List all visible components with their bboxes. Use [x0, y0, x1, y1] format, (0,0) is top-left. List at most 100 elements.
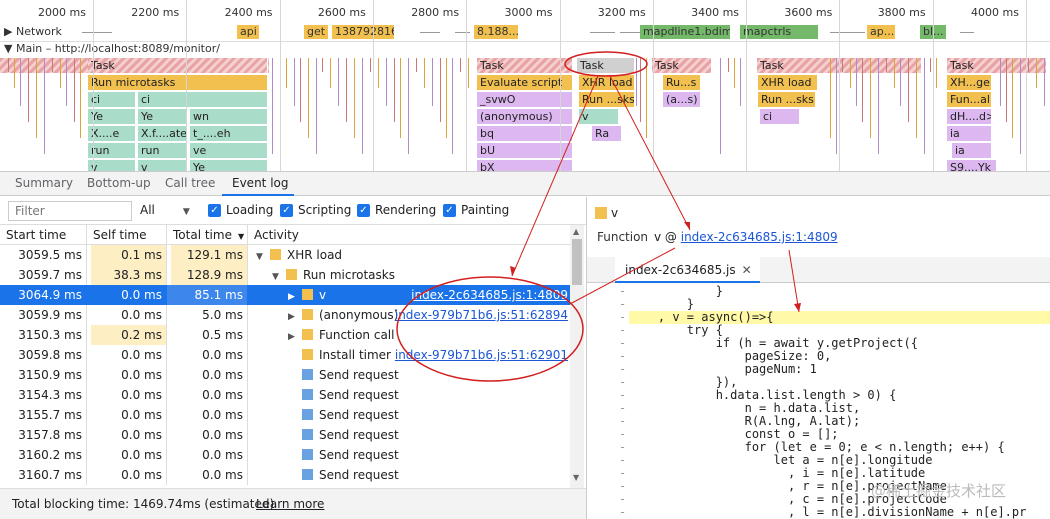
flame-block[interactable]: Task: [947, 58, 1047, 73]
flame-block[interactable]: Run microtasks: [88, 75, 268, 90]
flame-block[interactable]: dH....d>: [947, 109, 992, 124]
flame-block[interactable]: X.f....ate: [138, 126, 188, 141]
filter-input[interactable]: Filter: [8, 201, 132, 221]
start-time-cell: 3154.3 ms: [0, 385, 87, 405]
flame-block[interactable]: bq: [477, 126, 573, 141]
expand-right-icon[interactable]: ▶: [288, 292, 295, 302]
column-activity[interactable]: Activity: [248, 225, 570, 245]
network-track[interactable]: ▶ Network api get 138792816 8.188... mapdlin…: [0, 22, 1050, 42]
scroll-up-icon[interactable]: ▲: [573, 227, 580, 236]
network-request-bar[interactable]: get: [304, 25, 328, 39]
flame-block[interactable]: Fun...all: [947, 92, 992, 107]
activity-cell: ▶Function call: [248, 325, 570, 345]
flame-block[interactable]: ve: [190, 143, 268, 158]
column-start-time[interactable]: Start time: [0, 225, 87, 245]
expand-down-icon[interactable]: ▼: [256, 252, 263, 262]
source-file-tab[interactable]: index-2c634685.js✕: [615, 257, 760, 283]
flame-block[interactable]: _svwO: [477, 92, 573, 107]
flame-block[interactable]: XHR load: [579, 75, 635, 90]
scripting-checkbox[interactable]: ✓: [280, 204, 293, 217]
tab-event-log[interactable]: Event log: [232, 176, 289, 190]
flame-block[interactable]: run: [88, 143, 136, 158]
flame-block[interactable]: ci: [138, 92, 268, 107]
close-icon[interactable]: ✕: [741, 263, 752, 277]
total-time-cell: 0.0 ms: [167, 465, 248, 485]
flame-block[interactable]: ci: [760, 109, 800, 124]
flame-block[interactable]: X....e: [88, 126, 136, 141]
expand-right-icon[interactable]: ▶: [288, 332, 295, 342]
flame-block[interactable]: Evaluate script: [477, 75, 573, 90]
flame-block[interactable]: wn: [190, 109, 268, 124]
network-request-bar[interactable]: ap...: [867, 25, 895, 39]
flame-block[interactable]: Ye: [138, 109, 188, 124]
column-self-time[interactable]: Self time: [87, 225, 167, 245]
flame-block[interactable]: Task: [477, 58, 573, 73]
flame-slice: [850, 58, 851, 88]
flame-block[interactable]: Run ...sks: [758, 92, 816, 107]
flame-block[interactable]: Task: [652, 58, 712, 73]
tab-call-tree[interactable]: Call tree: [165, 176, 216, 190]
expand-right-icon[interactable]: ▶: [288, 312, 295, 322]
learn-more-link[interactable]: Learn more: [256, 497, 325, 511]
column-total-time[interactable]: Total time▼: [167, 225, 248, 245]
flame-block[interactable]: Task: [88, 58, 268, 73]
table-scrollbar[interactable]: ▲ ▼: [570, 225, 584, 488]
flame-slice: [432, 58, 433, 106]
painting-checkbox[interactable]: ✓: [443, 204, 456, 217]
flame-block[interactable]: (anonymous): [477, 109, 573, 124]
rendering-checkbox[interactable]: ✓: [357, 204, 370, 217]
ruler-tick-label: 3600 ms: [784, 6, 833, 19]
function-source-link[interactable]: index-2c634685.js:1:4809: [680, 230, 838, 244]
flame-block[interactable]: Ye: [88, 109, 136, 124]
scroll-down-icon[interactable]: ▼: [573, 473, 580, 482]
flame-block[interactable]: Task: [577, 58, 635, 73]
source-link[interactable]: index-2c634685.js:1:4809: [411, 288, 568, 302]
flame-block[interactable]: run: [138, 143, 188, 158]
flame-block[interactable]: ci: [88, 92, 136, 107]
self-time-cell: 0.2 ms: [87, 325, 167, 345]
network-request-bar[interactable]: api: [237, 25, 259, 39]
network-request-bar[interactable]: mapdline1.bdim: [640, 25, 730, 39]
network-request-bar[interactable]: mapctrls: [740, 25, 818, 39]
flame-block[interactable]: t_....eh: [190, 126, 268, 141]
tab-bottom-up[interactable]: Bottom-up: [87, 176, 151, 190]
network-request-bar[interactable]: 138792816: [332, 25, 394, 39]
source-code-view[interactable]: - }- }- , v = async()=>{- try {- if (h =…: [587, 283, 1050, 519]
code-line: , v = async()=>{: [629, 311, 1050, 324]
flame-block[interactable]: XH...ge: [947, 75, 992, 90]
flame-block[interactable]: Ra: [592, 126, 622, 141]
flame-block[interactable]: bU: [477, 143, 573, 158]
self-time-cell: 0.0 ms: [87, 445, 167, 465]
scroll-thumb[interactable]: [572, 239, 582, 285]
flame-block[interactable]: ia: [947, 126, 992, 141]
expand-down-icon[interactable]: ▼: [272, 272, 279, 282]
flame-block[interactable]: Ru...s: [663, 75, 701, 90]
column-total-time-label: Total time: [173, 228, 232, 242]
loading-checkbox[interactable]: ✓: [208, 204, 221, 217]
flame-block[interactable]: v: [579, 109, 619, 124]
category-select[interactable]: All▼: [140, 203, 190, 217]
source-tabs: index-2c634685.js✕: [587, 257, 1050, 283]
network-request-bar[interactable]: 8.188...: [474, 25, 518, 39]
flame-block[interactable]: ia: [952, 143, 992, 158]
flame-block[interactable]: (a...s): [663, 92, 701, 107]
flame-block[interactable]: XHR load: [758, 75, 818, 90]
flame-slice: [924, 58, 925, 154]
source-link[interactable]: index-979b71b6.js:51:62901: [394, 348, 568, 362]
source-link[interactable]: index-979b71b6.js:51:62894: [394, 308, 568, 322]
network-track-label[interactable]: ▶ Network: [4, 25, 62, 38]
tab-summary[interactable]: Summary: [15, 176, 73, 190]
